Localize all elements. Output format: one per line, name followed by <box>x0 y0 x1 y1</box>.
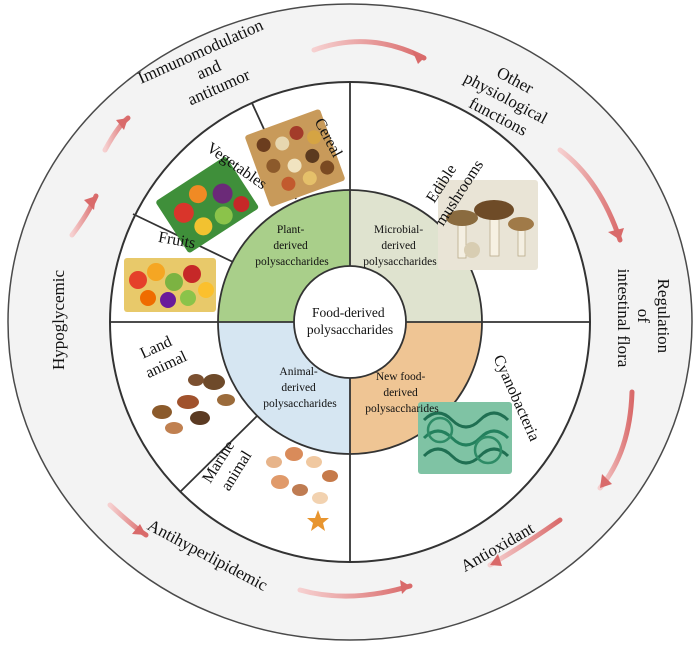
plant-label-line: derived <box>273 240 308 252</box>
intestinal-flora-label-line: Regulation <box>654 279 673 354</box>
cyanobacteria-image <box>418 402 512 474</box>
plant-label-line: polysaccharides <box>255 256 329 268</box>
hypoglycemic-label: Hypoglycemic <box>49 270 68 371</box>
center-label-line: Food-derived <box>312 305 385 320</box>
animal-label-line: derived <box>281 382 316 394</box>
center-label: Food-derived polysaccharides <box>307 305 393 337</box>
center-label-line: polysaccharides <box>307 322 393 337</box>
animal-label-line: polysaccharides <box>263 398 337 410</box>
newfood-label-line: polysaccharides <box>365 403 439 415</box>
mushrooms-image <box>438 180 538 270</box>
fruits-label: Fruits <box>157 229 197 252</box>
microbial-label: Microbial- derived polysaccharides <box>363 224 437 268</box>
marine-animal-image <box>266 447 338 531</box>
arrow-heads <box>84 50 624 594</box>
microbial-label-line: polysaccharides <box>363 256 437 268</box>
fruits-label-line: Fruits <box>157 229 197 252</box>
cereal-image <box>245 109 345 207</box>
plant-label-line: Plant- <box>277 224 305 236</box>
newfood-label: New food- derived polysaccharides <box>365 371 439 415</box>
newfood-label-line: derived <box>383 387 418 399</box>
vegetables-image <box>156 157 259 253</box>
intestinal-flora-label: Regulation of intestinal flora <box>614 269 673 368</box>
intestinal-flora-label-line: of <box>634 309 653 324</box>
newfood-label-line: New food- <box>376 371 426 383</box>
animal-label: Animal- derived polysaccharides <box>263 366 337 410</box>
microbial-label-line: Microbial- <box>374 224 423 236</box>
divider-land-marine <box>179 415 258 493</box>
animal-label-line: Animal- <box>279 366 317 378</box>
center-circle <box>293 265 407 379</box>
fruits-image <box>124 258 216 312</box>
hypoglycemic-label-line: Hypoglycemic <box>49 270 68 371</box>
plant-label: Plant- derived polysaccharides <box>255 224 329 268</box>
microbial-label-line: derived <box>381 240 416 252</box>
land-animal-image <box>152 374 235 434</box>
intestinal-flora-label-line: intestinal flora <box>614 269 633 368</box>
